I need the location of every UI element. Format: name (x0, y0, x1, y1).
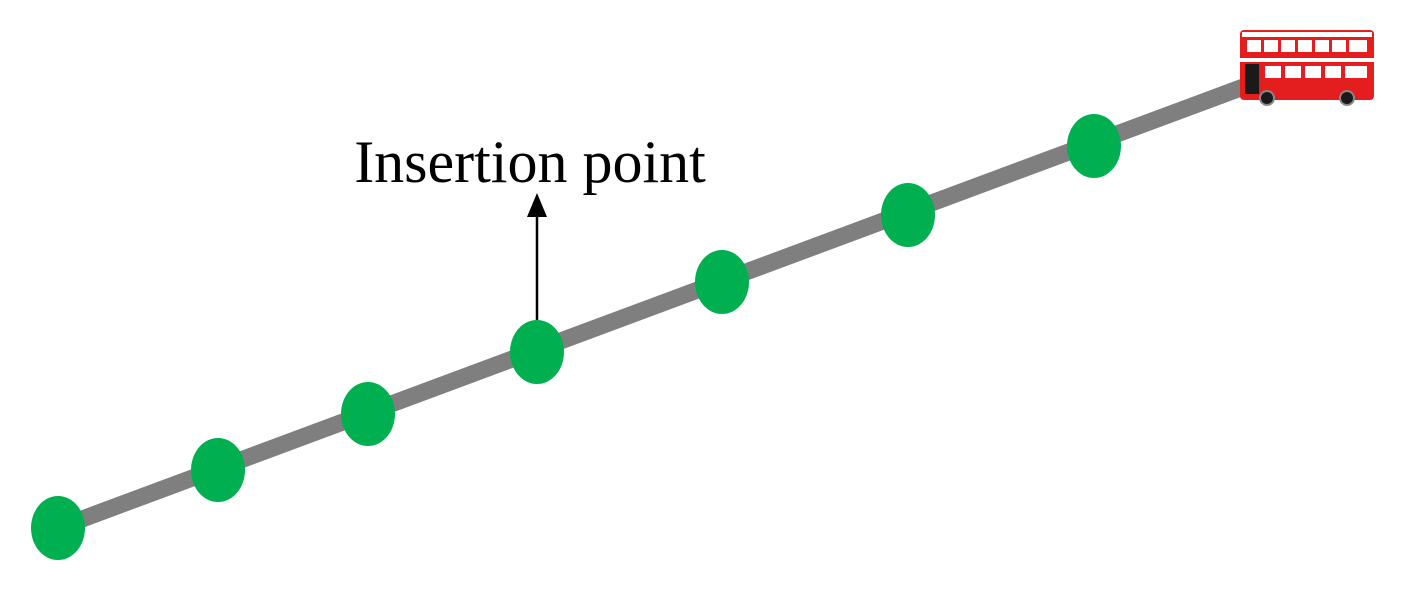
stop-marker (191, 438, 245, 502)
bus-wheel-rear (1339, 90, 1355, 106)
stop-marker (341, 382, 395, 446)
route-line (55, 78, 1249, 536)
bus-wheel-front (1259, 90, 1275, 106)
arrow-up-icon (527, 193, 547, 320)
bus-upper-windows (1247, 40, 1367, 52)
stop-marker (1067, 114, 1121, 178)
stop-marker (695, 250, 749, 314)
stops-group (31, 114, 1121, 560)
bus-roof (1242, 32, 1372, 37)
bus-lower-windows (1265, 66, 1367, 78)
stop-marker (31, 496, 85, 560)
insertion-point-label: Insertion point (354, 129, 706, 195)
bus-mid-stripe (1240, 58, 1374, 62)
double-decker-bus-icon (1240, 30, 1374, 106)
arrow-head (527, 193, 547, 217)
bus-door (1245, 64, 1259, 94)
stop-marker (881, 183, 935, 247)
stop-marker-insertion (510, 320, 564, 384)
